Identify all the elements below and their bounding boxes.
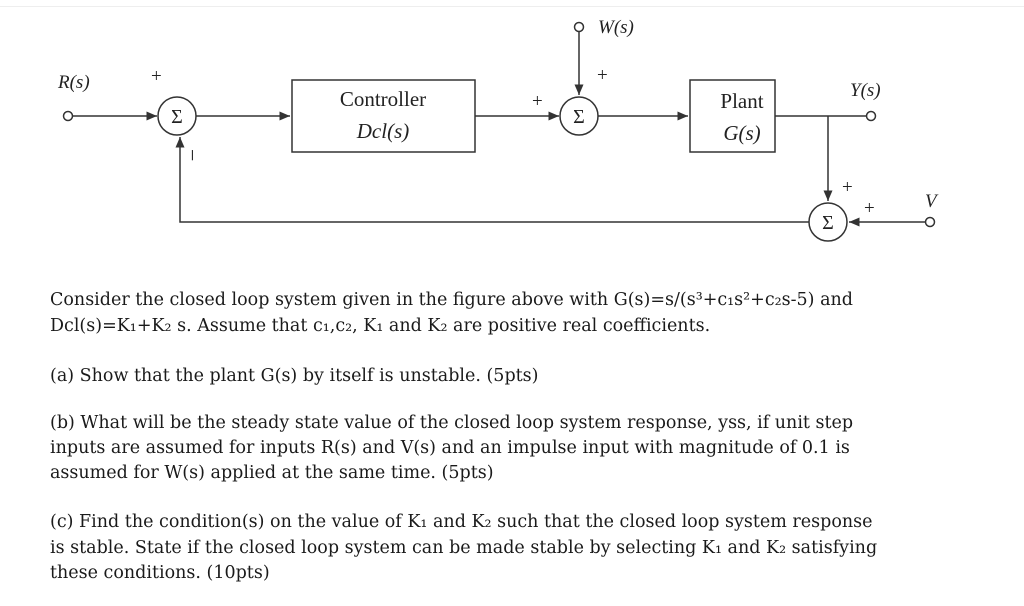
part-b-line-2: inputs are assumed for inputs R(s) and V… xyxy=(50,438,850,458)
problem-intro-line-1: Consider the closed loop system given in… xyxy=(50,290,853,310)
v-input-terminal xyxy=(924,216,936,228)
sum-1-symbol: Σ xyxy=(171,106,183,128)
plus-sign: + xyxy=(842,177,853,198)
r-label: R(s) xyxy=(57,72,90,93)
sum-3-symbol: Σ xyxy=(822,212,834,234)
part-c-line-1: (c) Find the condition(s) on the value o… xyxy=(50,512,873,532)
controller-label: Controller xyxy=(340,87,426,111)
minus-sign: − xyxy=(180,149,205,161)
block-diagram: Σ Σ Σ R(s) W(s) Y(s) V Controller Dcl(s)… xyxy=(57,17,939,242)
controller-tf: Dcl(s) xyxy=(356,119,409,143)
part-c-line-3: these conditions. (10pts) xyxy=(50,563,270,583)
part-b-line-1: (b) What will be the steady state value … xyxy=(50,413,854,433)
r-input-terminal xyxy=(62,110,74,122)
w-input-terminal xyxy=(573,21,585,33)
y-output-terminal xyxy=(865,110,877,122)
plant-tf: G(s) xyxy=(723,121,760,145)
plant-label: Plant xyxy=(720,89,763,113)
v-label: V xyxy=(925,191,939,212)
y-label: Y(s) xyxy=(850,80,881,101)
part-c-line-2: is stable. State if the closed loop syst… xyxy=(50,538,878,558)
sum-2-symbol: Σ xyxy=(573,106,585,128)
plus-sign: + xyxy=(597,65,608,86)
w-label: W(s) xyxy=(598,17,634,38)
plus-sign: + xyxy=(532,91,543,112)
problem-intro-line-2: Dcl(s)=K₁+K₂ s. Assume that c₁,c₂, K₁ an… xyxy=(50,316,711,336)
part-a: (a) Show that the plant G(s) by itself i… xyxy=(50,366,539,386)
part-b-line-3: assumed for W(s) applied at the same tim… xyxy=(50,463,494,483)
page-top-divider xyxy=(0,0,1024,7)
plus-sign: + xyxy=(151,66,162,87)
plus-sign: + xyxy=(864,198,875,219)
